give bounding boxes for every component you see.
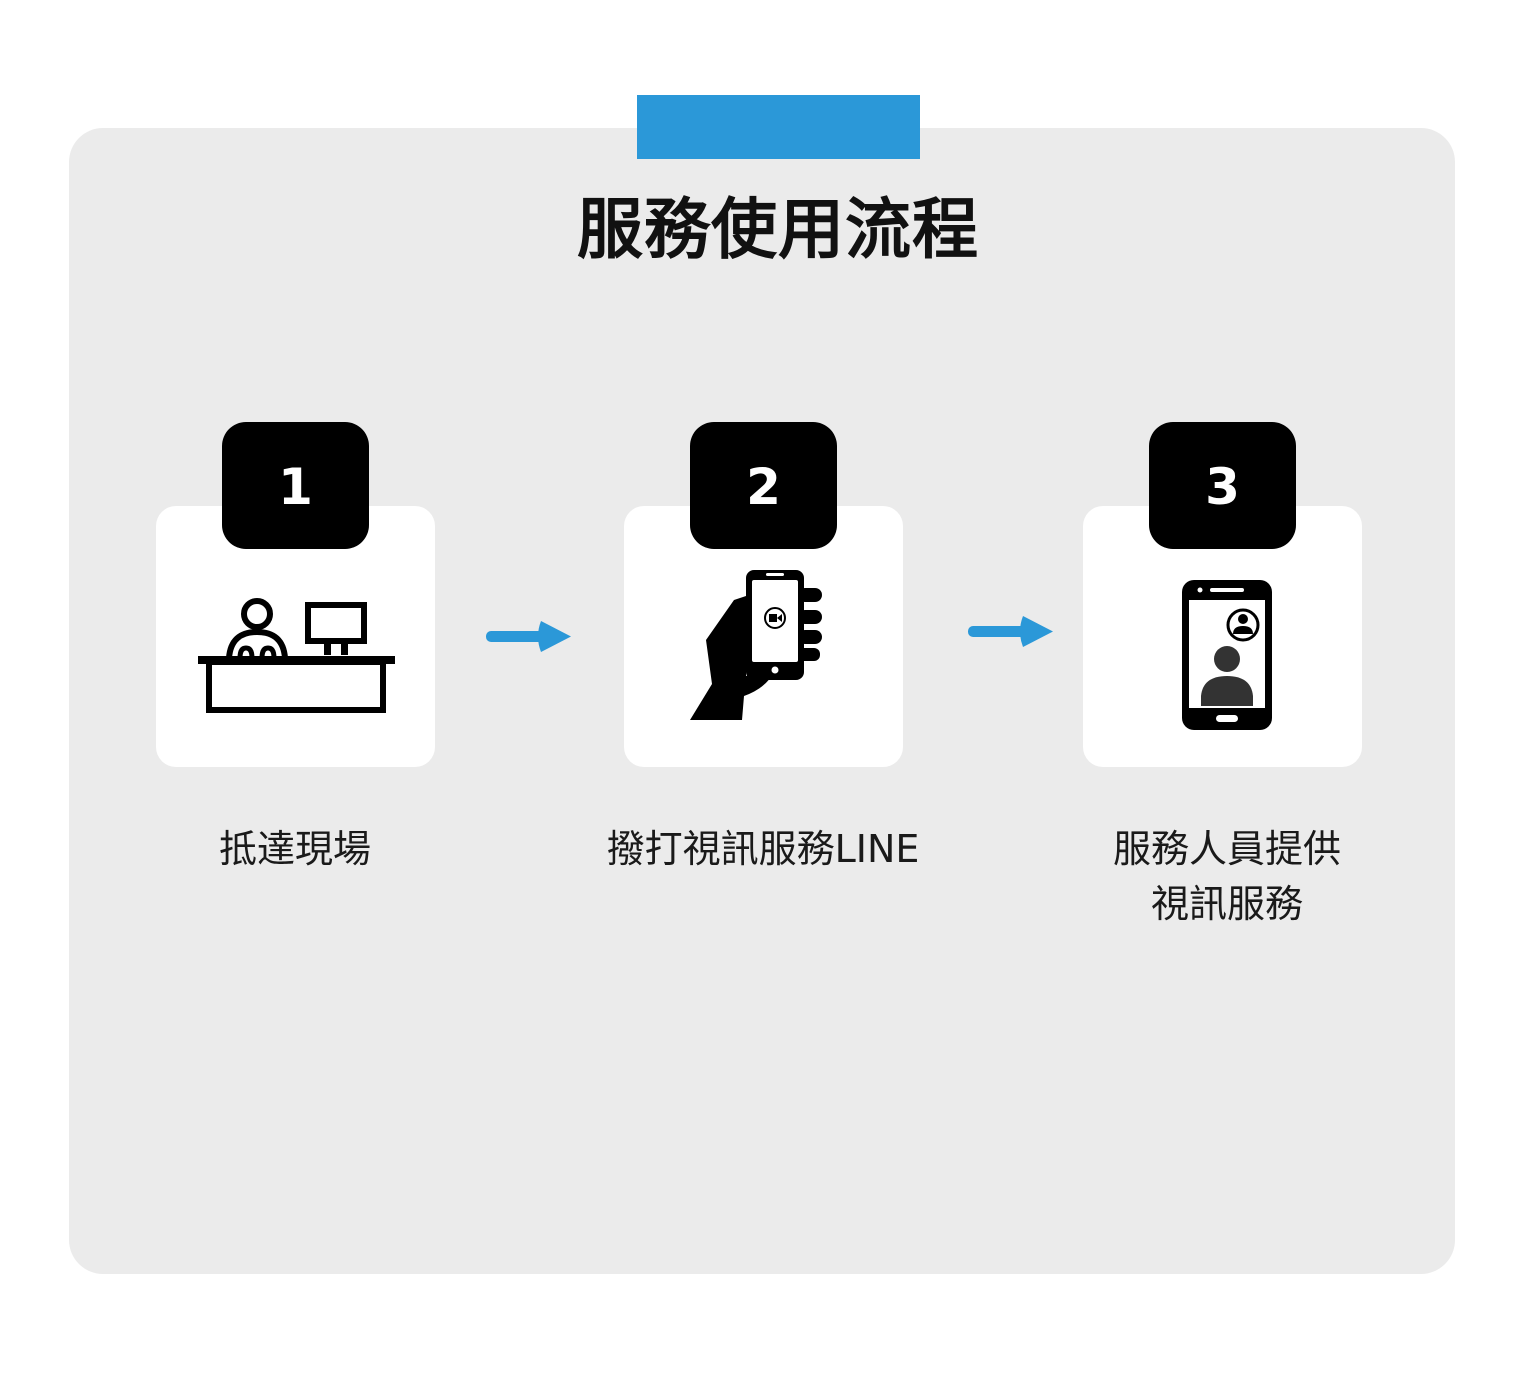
step-2-label: 撥打視訊服務LINE <box>553 822 973 877</box>
step-3-number-badge: 3 <box>1149 422 1296 549</box>
step-1-number-badge: 1 <box>222 422 369 549</box>
page-title: 服務使用流程 <box>577 191 979 268</box>
accent-bar <box>637 95 920 159</box>
step-2-label-line-1: 撥打視訊服務LINE <box>606 827 920 871</box>
step-1-label-line-1: 抵達現場 <box>218 827 371 871</box>
hand-holding-phone-video-icon <box>690 570 822 720</box>
step-3-label-line-1: 服務人員提供 <box>1112 827 1341 871</box>
arrow-right-icon <box>486 621 571 652</box>
step-2-number-badge: 2 <box>690 422 837 549</box>
phone-video-call-icon <box>1182 580 1272 730</box>
step-3-label: 服務人員提供 視訊服務 <box>1017 822 1437 932</box>
reception-desk-icon <box>198 598 395 713</box>
arrow-right-icon <box>968 616 1053 647</box>
step-3-label-line-2: 視訊服務 <box>1150 882 1303 926</box>
step-1-card <box>156 506 435 767</box>
step-1-label: 抵達現場 <box>85 822 505 877</box>
